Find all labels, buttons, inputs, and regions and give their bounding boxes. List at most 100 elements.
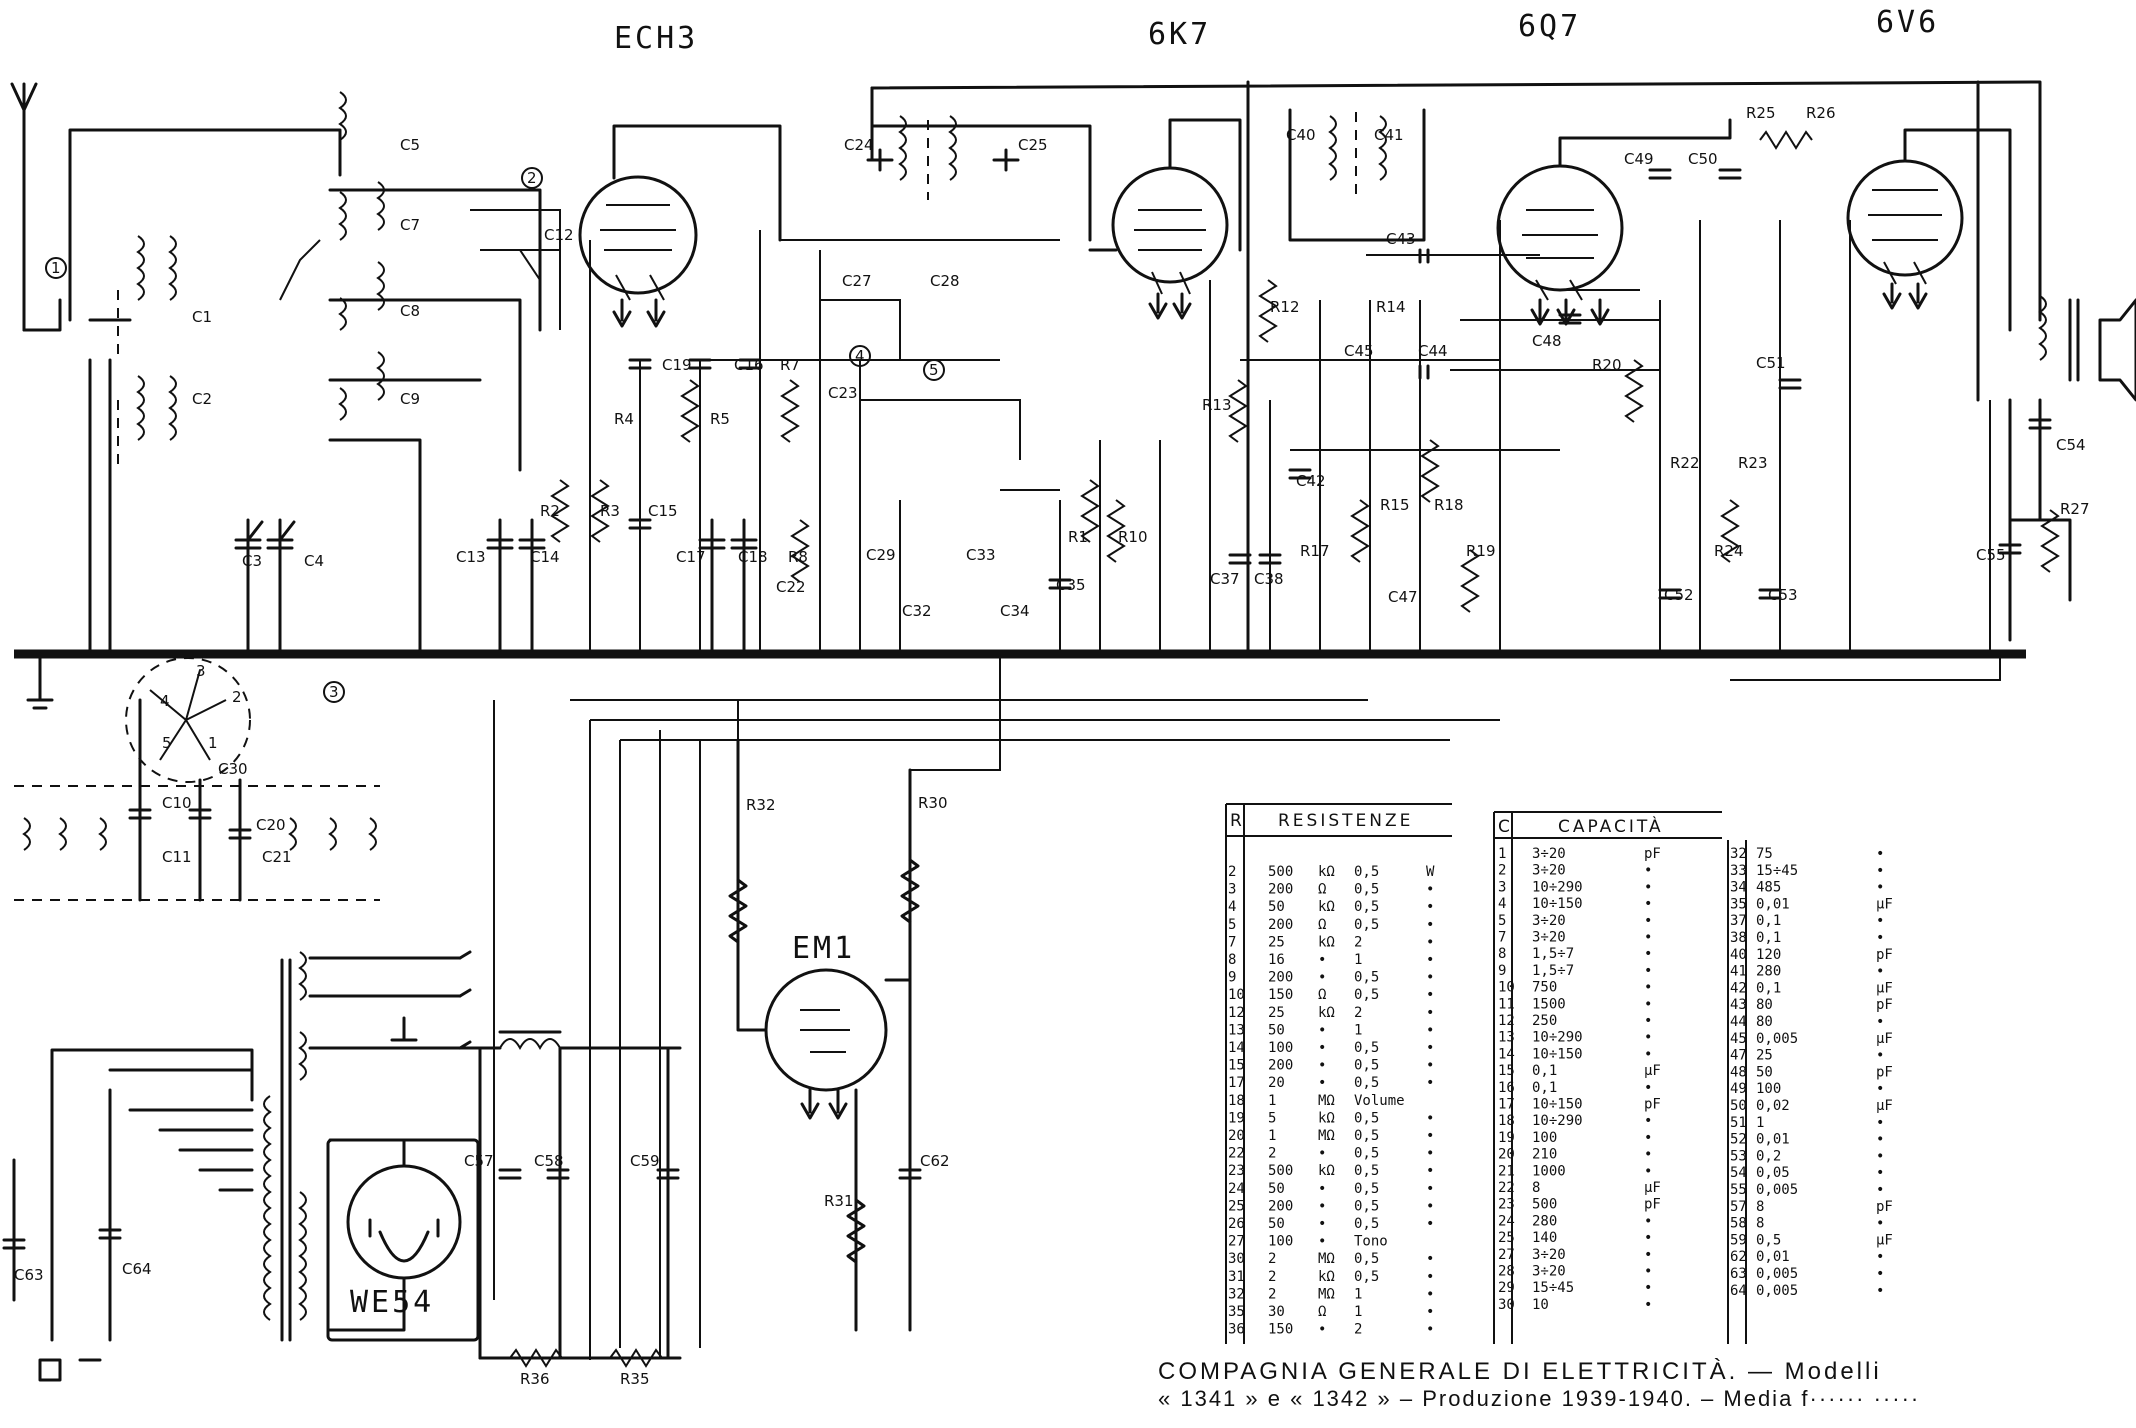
selector-pin-3: 3	[196, 662, 206, 680]
label-c20: C20	[256, 816, 286, 834]
capacities-index-header: C	[1498, 817, 1513, 837]
resistance-cell-r17-c4: •	[1426, 1163, 1434, 1179]
capacity-cell-right-r6-c0: 40	[1730, 947, 1747, 963]
resistance-cell-r14-c0: 19	[1228, 1110, 1245, 1126]
capacity-cell-right-r22-c1: 8	[1756, 1216, 1764, 1232]
label-c50: C50	[1688, 150, 1718, 168]
resistance-cell-r9-c4: •	[1426, 1022, 1434, 1038]
resistance-cell-r2-c3: 0,5	[1354, 899, 1379, 915]
resistance-cell-r10-c3: 0,5	[1354, 1040, 1379, 1056]
resistance-cell-r10-c0: 14	[1228, 1040, 1245, 1056]
resistance-cell-r0-c1: 500	[1268, 864, 1293, 880]
capacity-cell-right-r25-c0: 63	[1730, 1266, 1747, 1282]
capacity-cell-right-r15-c2: µF	[1876, 1098, 1893, 1114]
label-c21: C21	[262, 848, 292, 866]
label-c29: C29	[866, 546, 896, 564]
capacity-cell-right-r4-c1: 0,1	[1756, 913, 1781, 929]
label-r35: R35	[620, 1370, 650, 1388]
capacity-cell-left-r8-c1: 750	[1532, 980, 1557, 996]
resistance-cell-r19-c2: •	[1318, 1198, 1326, 1214]
resistance-cell-r12-c0: 17	[1228, 1075, 1245, 1091]
resistance-cell-r19-c1: 200	[1268, 1198, 1293, 1214]
label-c58: C58	[534, 1152, 564, 1170]
capacity-cell-right-r24-c2: •	[1876, 1249, 1884, 1265]
antenna-symbol	[10, 82, 62, 332]
label-c34: C34	[1000, 602, 1030, 620]
capacity-cell-left-r0-c1: 3÷20	[1532, 846, 1566, 862]
resistance-cell-r1-c3: 0,5	[1354, 882, 1379, 898]
label-r30: R30	[918, 794, 948, 812]
resistance-cell-r7-c3: 0,5	[1354, 987, 1379, 1003]
resistance-cell-r13-c1: 1	[1268, 1093, 1276, 1109]
capacity-cell-left-r14-c1: 0,1	[1532, 1080, 1557, 1096]
capacity-cell-left-r26-c0: 29	[1498, 1280, 1515, 1296]
label-c48: C48	[1532, 332, 1562, 350]
resistance-cell-r24-c3: 1	[1354, 1286, 1362, 1302]
capacity-cell-left-r22-c2: •	[1644, 1213, 1652, 1229]
resistance-cell-r3-c4: •	[1426, 917, 1434, 933]
capacity-cell-left-r18-c1: 210	[1532, 1147, 1557, 1163]
resistance-cell-r2-c0: 4	[1228, 899, 1236, 915]
tube-we54	[326, 1138, 480, 1342]
supply-wiring	[493, 650, 2001, 1360]
resistance-cell-r15-c0: 20	[1228, 1128, 1245, 1144]
resistance-cell-r25-c4: •	[1426, 1304, 1434, 1320]
capacity-cell-right-r18-c2: •	[1876, 1148, 1884, 1164]
label-c17: C17	[676, 548, 706, 566]
terminal-2: 2	[527, 169, 537, 187]
resistance-cell-r15-c2: MΩ	[1318, 1128, 1335, 1144]
capacity-cell-right-r10-c1: 80	[1756, 1014, 1773, 1030]
label-c47: C47	[1388, 588, 1418, 606]
fixed-capacitors	[628, 168, 2052, 600]
capacity-cell-right-r4-c0: 37	[1730, 913, 1747, 929]
resistance-cell-r5-c4: •	[1426, 952, 1434, 968]
capacity-cell-right-r16-c1: 1	[1756, 1115, 1764, 1131]
resistance-cell-r14-c3: 0,5	[1354, 1110, 1379, 1126]
label-c38: C38	[1254, 570, 1284, 588]
capacity-cell-right-r20-c1: 0,005	[1756, 1182, 1798, 1198]
capacity-cell-right-r1-c1: 15÷45	[1756, 863, 1798, 879]
tube-label-em1: EM1	[792, 931, 855, 966]
capacity-cell-right-r8-c0: 42	[1730, 980, 1747, 996]
capacity-cell-right-r17-c2: •	[1876, 1132, 1884, 1148]
terminal-5: 5	[929, 361, 939, 379]
resistance-cell-r7-c2: Ω	[1318, 987, 1326, 1003]
label-r14: R14	[1376, 298, 1406, 316]
capacity-cell-left-r3-c2: •	[1644, 896, 1652, 912]
resistance-cell-r21-c3: Tono	[1354, 1234, 1388, 1250]
label-r2: R2	[540, 502, 560, 520]
resistance-cell-r6-c3: 0,5	[1354, 970, 1379, 986]
capacity-cell-right-r0-c0: 32	[1730, 846, 1747, 862]
resistance-cell-r1-c2: Ω	[1318, 882, 1326, 898]
resistance-cell-r6-c2: •	[1318, 970, 1326, 986]
capacity-cell-left-r25-c0: 28	[1498, 1264, 1515, 1280]
selector-pin-4: 4	[160, 692, 170, 710]
capacity-cell-right-r5-c1: 0,1	[1756, 930, 1781, 946]
resistance-cell-r26-c2: •	[1318, 1322, 1326, 1338]
label-r17: R17	[1300, 542, 1330, 560]
capacity-cell-left-r7-c2: •	[1644, 963, 1652, 979]
resistance-cell-r4-c2: kΩ	[1318, 934, 1335, 950]
resistor-bank	[550, 130, 2060, 613]
label-c3: C3	[242, 552, 262, 570]
resistance-cell-r14-c1: 5	[1268, 1110, 1276, 1126]
capacity-cell-right-r3-c0: 35	[1730, 896, 1747, 912]
label-c11: C11	[162, 848, 192, 866]
capacity-cell-right-r12-c0: 47	[1730, 1048, 1747, 1064]
resistance-cell-r11-c2: •	[1318, 1058, 1326, 1074]
capacity-cell-right-r7-c1: 280	[1756, 964, 1781, 980]
resistance-cell-r11-c0: 15	[1228, 1058, 1245, 1074]
resistance-cell-r1-c4: •	[1426, 882, 1434, 898]
resistance-cell-r23-c1: 2	[1268, 1269, 1276, 1285]
capacity-cell-left-r5-c0: 7	[1498, 930, 1506, 946]
capacity-cell-right-r21-c2: pF	[1876, 1199, 1893, 1215]
resistance-cell-r6-c1: 200	[1268, 970, 1293, 986]
capacity-cell-left-r10-c1: 250	[1532, 1013, 1557, 1029]
tube-label-we54: WE54	[350, 1285, 434, 1320]
label-c43: C43	[1386, 230, 1416, 248]
resistance-cell-r12-c1: 20	[1268, 1075, 1285, 1091]
label-r20: R20	[1592, 356, 1622, 374]
signal-wiring	[589, 220, 1991, 650]
capacity-cell-left-r8-c0: 10	[1498, 980, 1515, 996]
